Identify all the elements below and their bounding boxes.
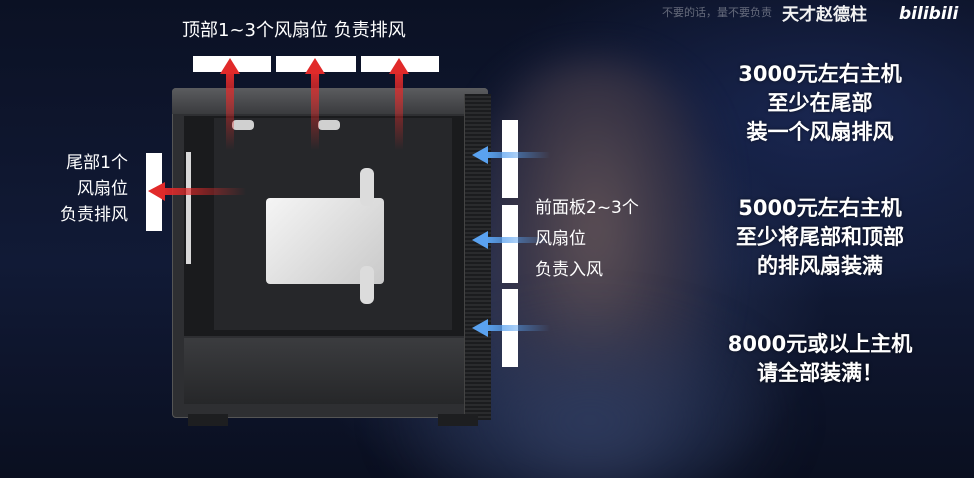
tip-5000: 5000元左右主机 至少将尾部和顶部 的排风扇装满 [680, 194, 960, 281]
cable-cutout [318, 120, 340, 130]
tip-line: 请全部装满！ [757, 361, 883, 385]
blue-arrow-icon [472, 231, 550, 249]
tip-line: 5000元左右主机 [738, 196, 902, 220]
front-fan-slot-1 [502, 120, 518, 198]
svg-text:bilibili: bilibili [899, 4, 959, 24]
cable-cutout [360, 168, 374, 206]
rear-fan-label: 尾部1个 风扇位 负责排风 [38, 150, 128, 228]
channel-name: 天才赵德柱 [782, 5, 867, 25]
tip-3000: 3000元左右主机 至少在尾部 装一个风扇排风 [680, 60, 960, 147]
motherboard-tray [214, 118, 452, 330]
front-fan-label: 前面板2~3个 风扇位 负责入风 [535, 193, 639, 286]
front-label-line: 负责入风 [535, 260, 603, 280]
tip-line: 装一个风扇排风 [746, 120, 894, 144]
pc-case [168, 88, 494, 426]
tip-line: 8000元或以上主机 [727, 332, 913, 356]
blue-arrow-icon [472, 146, 550, 164]
case-foot [438, 414, 478, 426]
tip-line: 至少将尾部和顶部 [736, 225, 904, 249]
case-foot [188, 414, 228, 426]
red-arrow-icon [389, 58, 409, 150]
rear-label-line: 风扇位 [77, 179, 128, 199]
blue-arrow-icon [472, 319, 550, 337]
red-arrow-icon [148, 182, 246, 201]
rear-io-slot [186, 152, 191, 264]
front-label-line: 前面板2~3个 [535, 198, 639, 218]
red-arrow-icon [220, 58, 240, 150]
cable-cutout [232, 120, 254, 130]
tip-line: 至少在尾部 [767, 91, 873, 115]
tip-line: 的排风扇装满 [757, 254, 883, 278]
cable-cutout [360, 266, 374, 304]
red-arrow-icon [305, 58, 325, 150]
tip-8000: 8000元或以上主机 请全部装满！ [680, 330, 960, 388]
front-fan-slot-2 [502, 205, 518, 283]
bilibili-logo-icon: bilibili [899, 4, 959, 24]
faded-subtitle: 不要的话，量不要负责 [662, 6, 772, 19]
top-fan-label: 顶部1~3个风扇位 负责排风 [182, 20, 406, 41]
psu-shroud [184, 338, 464, 404]
case-top-panel [172, 88, 488, 114]
rear-label-line: 尾部1个 [66, 153, 128, 173]
front-label-line: 风扇位 [535, 229, 586, 249]
rear-label-line: 负责排风 [60, 205, 128, 225]
tip-line: 3000元左右主机 [738, 62, 902, 86]
